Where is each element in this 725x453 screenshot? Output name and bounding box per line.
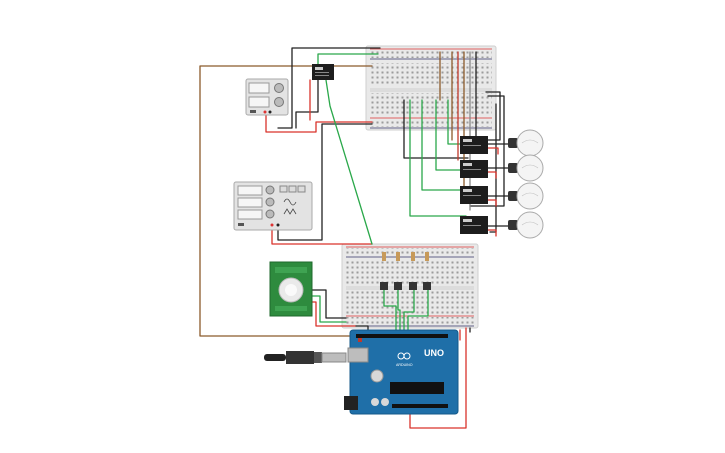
relay-2[interactable] [460,160,488,178]
light-bulb-icon[interactable] [508,154,544,182]
power-supply-top[interactable] [245,78,289,116]
light-bulb-icon[interactable] [508,129,544,157]
arduino-logo-icon [397,352,411,360]
usb-cable-icon[interactable] [264,351,347,364]
push-buttons[interactable] [380,282,431,290]
light-bulb-icon[interactable] [508,211,544,239]
relay-1[interactable] [460,136,488,154]
resistors[interactable] [382,252,429,261]
arduino-board[interactable]: UNO ARDUINO [344,329,459,415]
light-bulb-icon[interactable] [508,182,544,210]
wires [199,47,509,429]
function-generator[interactable] [233,181,313,231]
pir-sensor-icon[interactable] [269,261,313,317]
arduino-model-label: UNO [424,348,444,358]
arduino-brand-label: ARDUINO [396,363,413,367]
relay-4[interactable] [460,216,488,234]
relay-top[interactable] [312,64,334,80]
relay-3[interactable] [460,186,488,204]
